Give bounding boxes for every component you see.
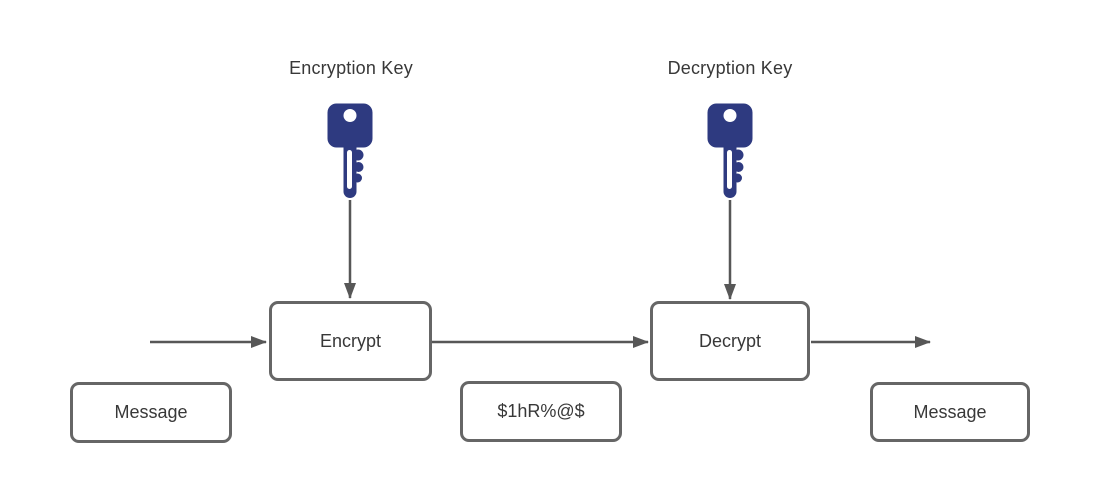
message-box-left: Message	[70, 382, 232, 443]
decrypt-box-label: Decrypt	[698, 330, 761, 351]
encrypt-box-label: Encrypt	[319, 330, 382, 351]
key-hole	[343, 109, 357, 122]
key-icon	[327, 103, 373, 198]
encryption-key-label: Encryption Key	[289, 58, 413, 78]
decrypt-box: Decrypt	[650, 301, 810, 381]
encrypt-box: Encrypt	[269, 301, 432, 381]
message-box-right: Message	[870, 382, 1030, 442]
key-icon	[707, 103, 753, 198]
key-hole	[723, 109, 737, 122]
decryption-key-label: Decryption Key	[667, 58, 793, 78]
message-box-right-label: Message	[913, 401, 987, 422]
message-box-left-label: Message	[114, 402, 188, 422]
key-slot	[347, 150, 352, 189]
ciphertext-box: $1hR%@$	[460, 381, 622, 442]
key-slot	[727, 150, 732, 189]
ciphertext-box-label: $1hR%@$	[497, 401, 585, 421]
